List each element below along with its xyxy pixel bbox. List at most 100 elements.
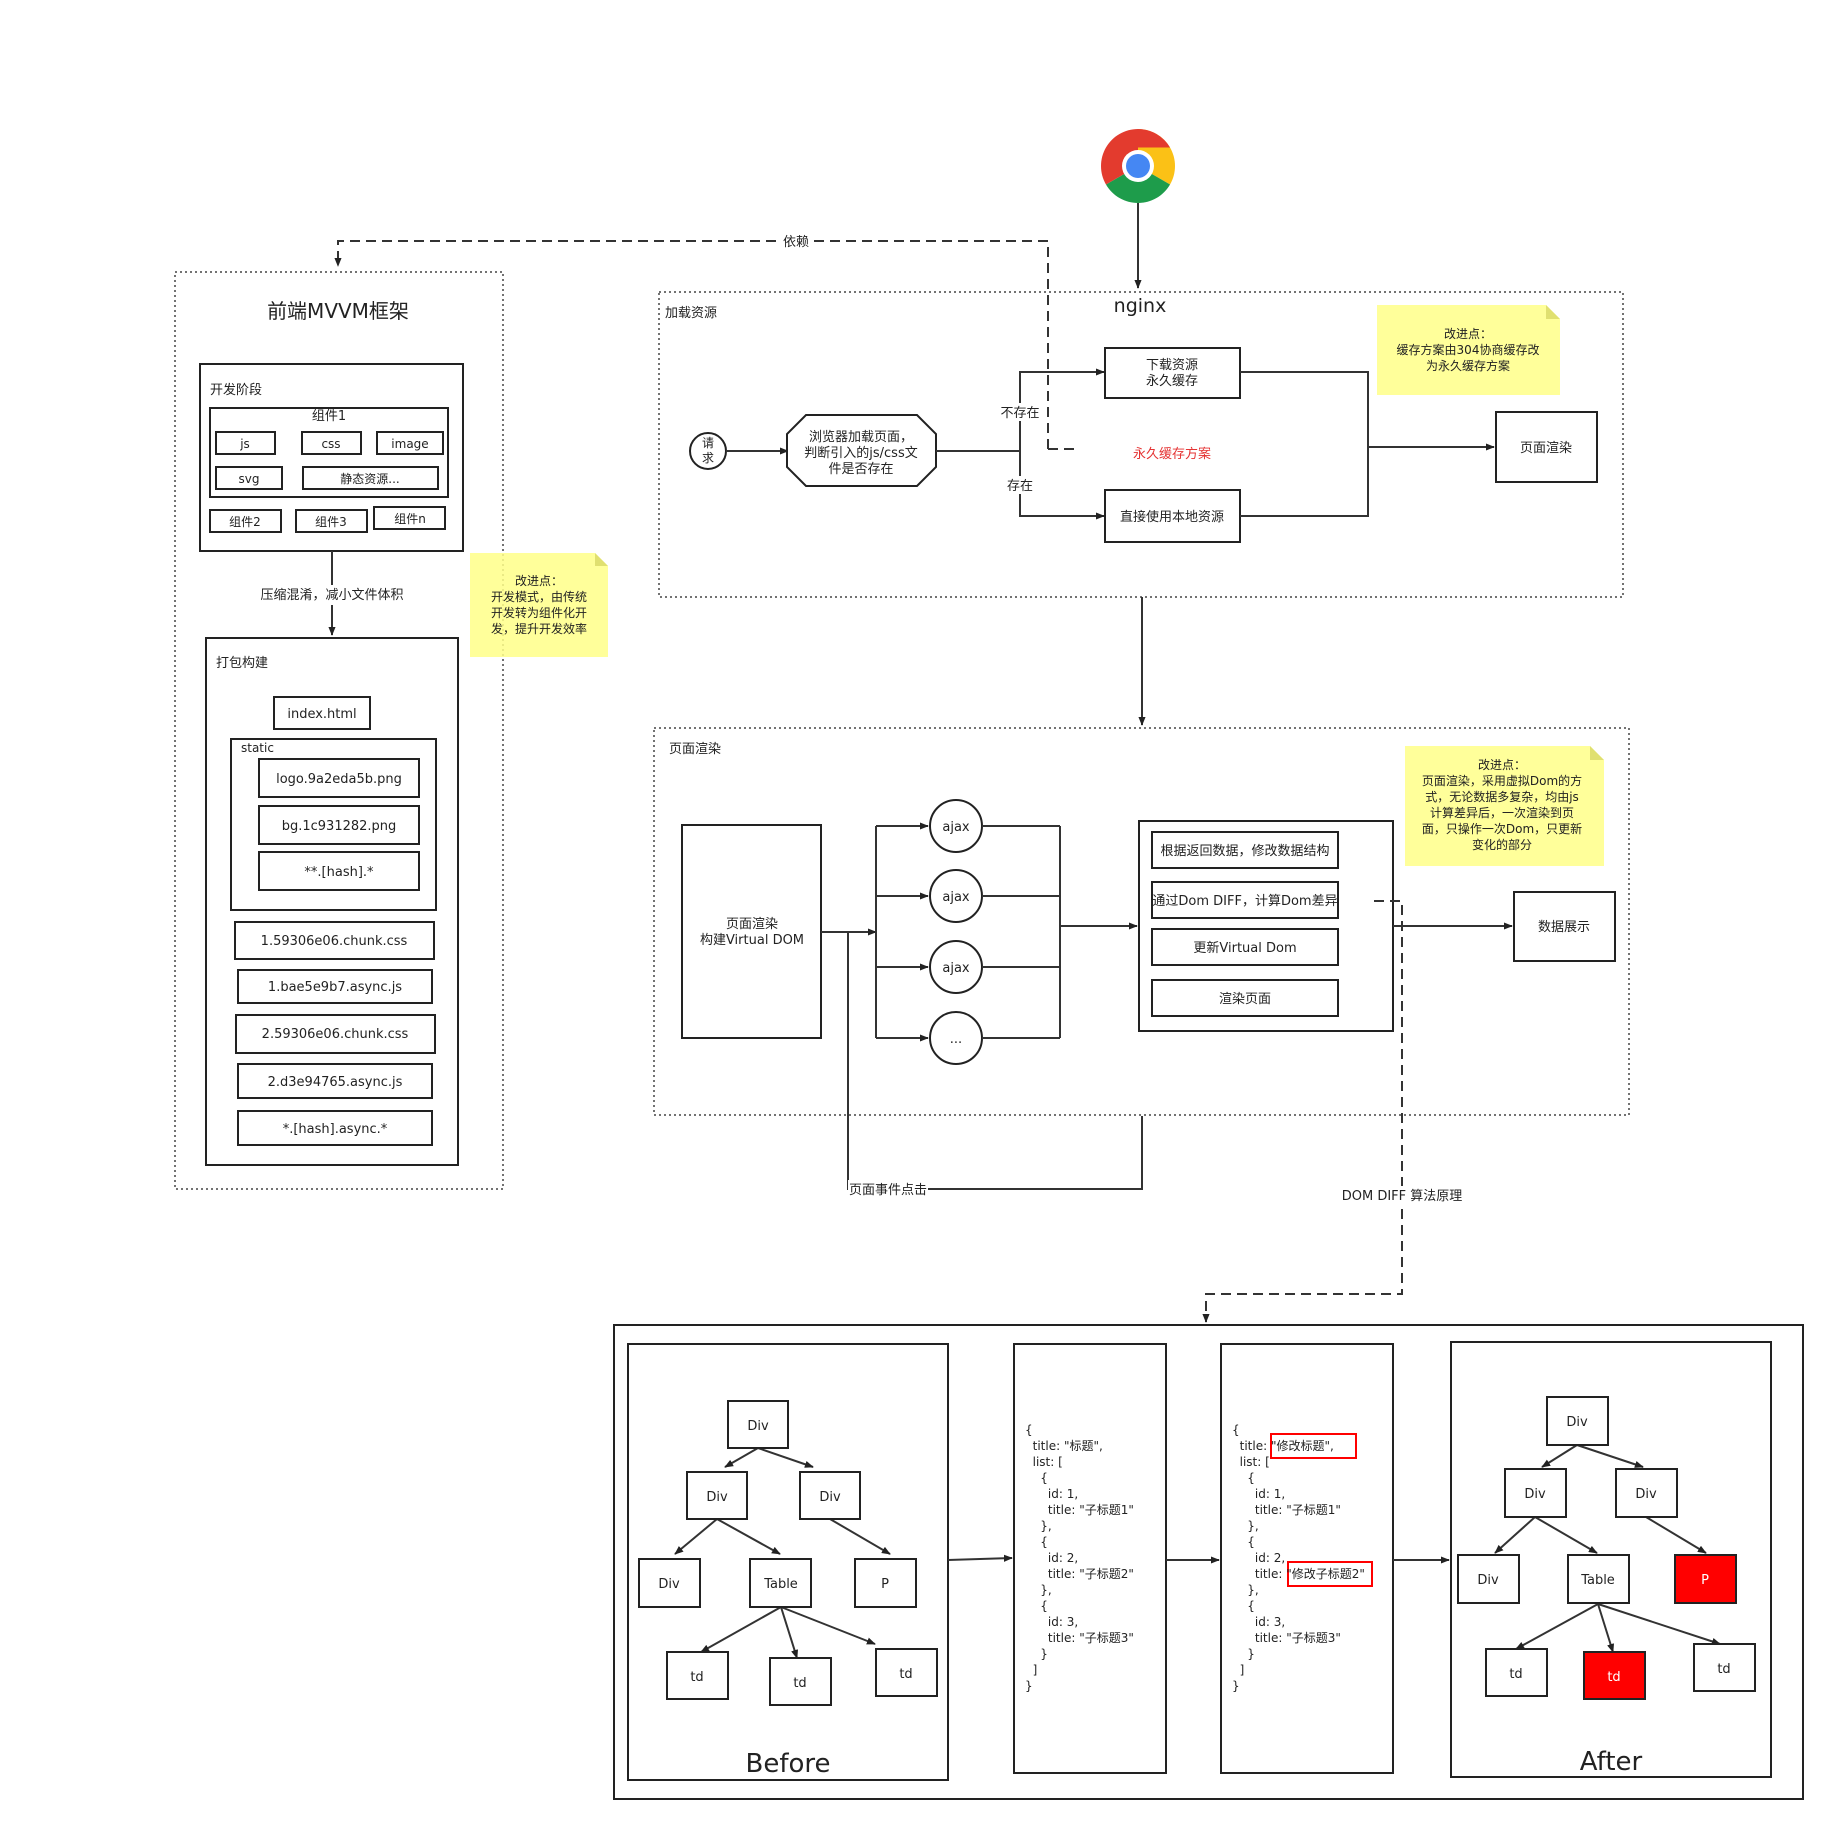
vdom-box [681, 824, 822, 1039]
svg-text:ajax: ajax [942, 890, 970, 905]
svg-text:td: td [1509, 1667, 1522, 1682]
permanent-cache-label: 永久缓存方案 [1133, 446, 1211, 462]
static-file-3: **.[hash].* [304, 865, 374, 880]
svg-text:计算差异后，一次渲染到页: 计算差异后，一次渲染到页 [1430, 805, 1574, 820]
svg-text:Table: Table [1580, 1573, 1615, 1588]
render-section-label: 页面渲染 [669, 742, 721, 757]
svg-text:td: td [899, 1667, 912, 1682]
render-section [653, 727, 1630, 1116]
svg-text:...: ... [950, 1032, 962, 1047]
load-section-label: 加载资源 [665, 306, 717, 321]
svg-text:P: P [1701, 1573, 1709, 1588]
changed-td-node [1583, 1651, 1646, 1700]
static-label: static [241, 741, 274, 755]
browser-check-node [786, 414, 937, 487]
exist-label: 存在 [1007, 479, 1033, 494]
file-css: css [321, 437, 340, 451]
vdom-note: 改进点： 页面渲染，采用虚拟Dom的方 式，无论数据多复杂，均由js 计算差异后… [1405, 746, 1604, 866]
svg-text:Div: Div [658, 1577, 680, 1592]
chunk-3: 2.59306e06.chunk.css [262, 1027, 409, 1042]
after-tree: Div Div Div Div Table P td td td [1457, 1396, 1756, 1700]
chrome-icon [1101, 129, 1175, 203]
svg-text:开发转为组件化开: 开发转为组件化开 [491, 605, 587, 620]
code-before: { title: "标题", list: [ { id: 1, title: "… [1025, 1423, 1134, 1693]
chunk-1: 1.59306e06.chunk.css [261, 934, 408, 949]
svg-text:求: 求 [702, 451, 714, 465]
render-result-box [1495, 411, 1598, 483]
svg-text:td: td [793, 1676, 806, 1691]
use-local-box [1104, 489, 1241, 543]
cache-note: 改进点： 缓存方案由304协商缓存改 为永久缓存方案 [1377, 305, 1560, 395]
compress-label: 压缩混淆，减小文件体积 [260, 587, 403, 603]
svg-text:直接使用本地资源: 直接使用本地资源 [1120, 509, 1224, 525]
svg-text:请: 请 [702, 436, 714, 450]
svg-text:发，提升开发效率: 发，提升开发效率 [491, 621, 587, 636]
svg-text:td: td [1607, 1670, 1620, 1685]
component-n-label: 组件n [394, 512, 426, 526]
mvvm-note: 改进点： 开发模式，由传统 开发转为组件化开 发，提升开发效率 [470, 553, 608, 657]
svg-text:构建Virtual DOM: 构建Virtual DOM [700, 933, 804, 948]
chunk-2: 1.bae5e9b7.async.js [268, 980, 402, 995]
component2-label: 组件2 [229, 515, 261, 529]
event-click-label: 页面事件点击 [849, 1183, 927, 1198]
svg-text:Div: Div [706, 1490, 728, 1505]
dom-diff-label: DOM DIFF 算法原理 [1342, 1189, 1463, 1204]
static-file-1: logo.9a2eda5b.png [276, 772, 402, 787]
svg-text:页面渲染，采用虚拟Dom的方: 页面渲染，采用虚拟Dom的方 [1422, 773, 1582, 788]
code-after: { title: "修改标题", list: [ { id: 1, title:… [1232, 1423, 1365, 1693]
chunk-4: 2.d3e94765.async.js [268, 1075, 403, 1090]
file-image: image [391, 437, 428, 451]
svg-text:变化的部分: 变化的部分 [1472, 837, 1532, 852]
dependency-label: 依赖 [783, 235, 809, 250]
svg-text:Div: Div [1477, 1573, 1499, 1588]
step-2: 通过Dom DIFF，计算Dom差异 [1152, 894, 1337, 909]
svg-text:缓存方案由304协商缓存改: 缓存方案由304协商缓存改 [1397, 342, 1540, 357]
svg-text:开发模式，由传统: 开发模式，由传统 [491, 589, 587, 604]
nginx-label: nginx [1114, 295, 1167, 317]
svg-text:P: P [881, 1577, 889, 1592]
svg-text:判断引入的js/css文: 判断引入的js/css文 [804, 445, 917, 461]
changed-subtitle-highlight [1287, 1561, 1373, 1587]
before-tree: Div Div Div Div Table P td td td [638, 1400, 938, 1706]
before-label: Before [745, 1749, 830, 1779]
changed-title-highlight [1270, 1433, 1357, 1459]
mvvm-title: 前端MVVM框架 [267, 299, 409, 323]
dev-stage-label: 开发阶段 [210, 382, 262, 398]
svg-text:为永久缓存方案: 为永久缓存方案 [1426, 358, 1510, 373]
svg-text:ajax: ajax [942, 820, 970, 835]
code-before-box [1013, 1343, 1167, 1774]
svg-text:td: td [690, 1670, 703, 1685]
svg-text:Div: Div [819, 1490, 841, 1505]
file-static: 静态资源... [340, 472, 399, 486]
component1-label: 组件1 [312, 409, 346, 424]
file-svg: svg [239, 472, 260, 486]
step-4: 渲染页面 [1219, 992, 1271, 1007]
svg-text:td: td [1717, 1662, 1730, 1677]
svg-text:页面渲染: 页面渲染 [726, 917, 778, 932]
build-label: 打包构建 [216, 656, 268, 671]
component3-label: 组件3 [315, 515, 347, 529]
svg-text:改进点：: 改进点： [1478, 758, 1526, 772]
svg-text:浏览器加载页面，: 浏览器加载页面， [809, 429, 913, 445]
mvvm-panel [174, 271, 504, 1190]
svg-text:改进点：: 改进点： [1444, 327, 1492, 341]
svg-text:改进点：: 改进点： [515, 574, 563, 588]
static-file-2: bg.1c931282.png [282, 819, 397, 834]
chunk-5: *.[hash].async.* [283, 1122, 388, 1137]
step-1: 根据返回数据，修改数据结构 [1160, 844, 1329, 859]
code-after-box [1220, 1343, 1394, 1774]
after-label: After [1580, 1747, 1643, 1777]
svg-text:面，只操作一次Dom，只更新: 面，只操作一次Dom，只更新 [1422, 821, 1582, 836]
file-js: js [239, 437, 250, 451]
svg-text:Table: Table [763, 1577, 798, 1592]
changed-p-node [1674, 1554, 1737, 1604]
svg-text:件是否存在: 件是否存在 [828, 462, 893, 477]
step-3: 更新Virtual Dom [1193, 940, 1296, 956]
not-exist-label: 不存在 [1000, 406, 1039, 421]
svg-text:ajax: ajax [942, 961, 970, 976]
svg-text:下载资源: 下载资源 [1146, 358, 1198, 373]
svg-text:Div: Div [1635, 1487, 1657, 1502]
svg-text:式，无论数据多复杂，均由js: 式，无论数据多复杂，均由js [1425, 789, 1579, 804]
svg-text:Div: Div [747, 1419, 769, 1434]
